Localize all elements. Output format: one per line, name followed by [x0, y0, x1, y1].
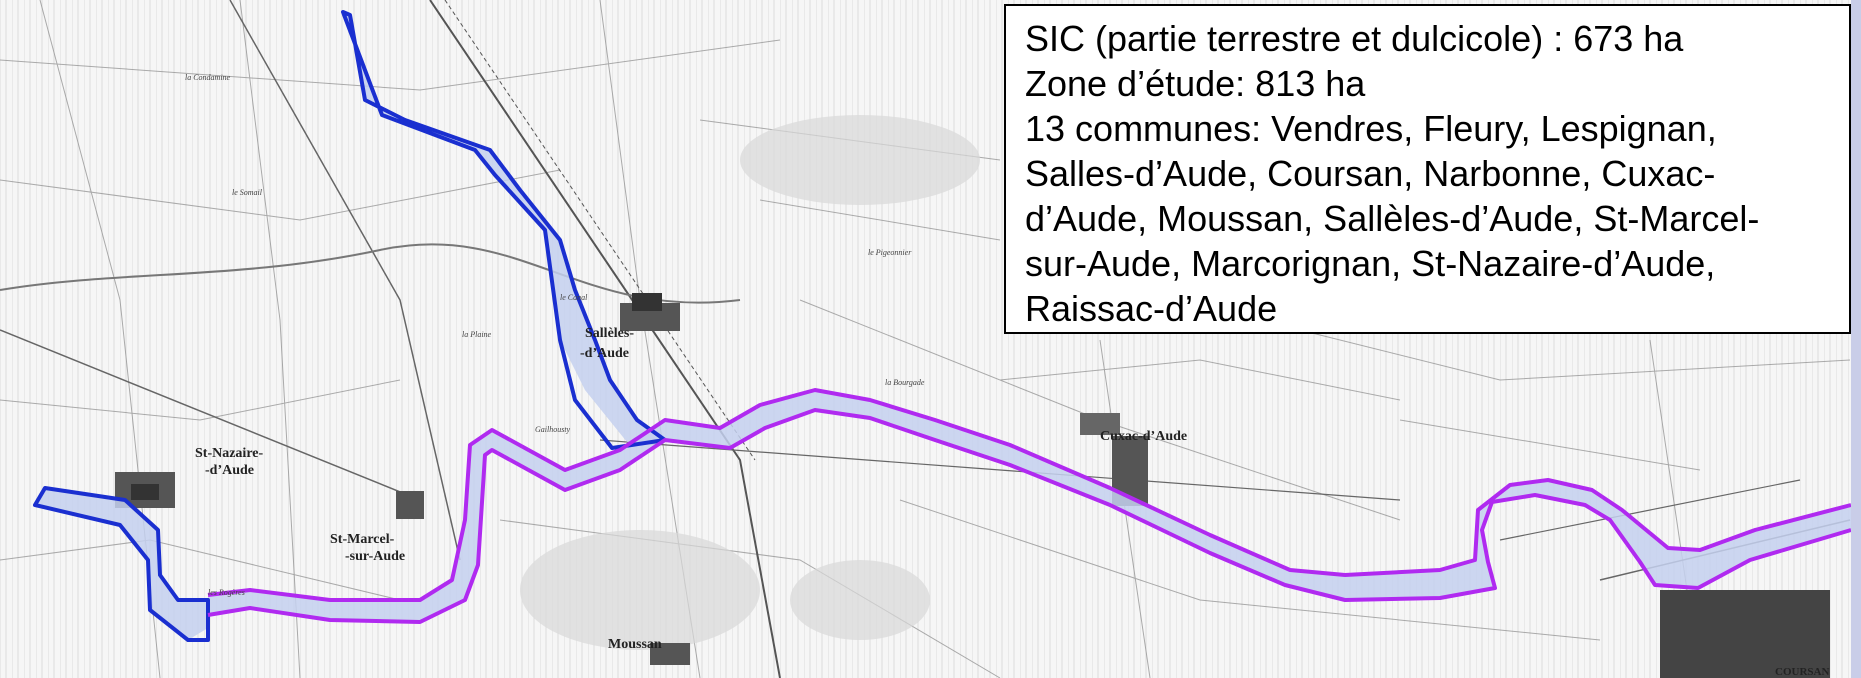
place-label-le-somail: le Somail [232, 188, 263, 197]
scrollbar-track[interactable] [1851, 0, 1861, 678]
town-label-st-nazaire-1: St-Nazaire- [195, 446, 263, 461]
info-line-communes-5: Raissac-d’Aude [1025, 288, 1278, 329]
sic-zone-fill [343, 12, 665, 442]
place-label-le-pigeonnier: le Pigeonnier [868, 248, 912, 257]
town-label-sallelles-2: -d’Aude [580, 346, 629, 361]
sic-boundary-line-left [33, 486, 210, 642]
town-label-moussan: Moussan [608, 637, 662, 652]
info-line-communes-4: sur-Aude, Marcorignan, St-Nazaire-d’Aude… [1025, 243, 1716, 284]
sic-zone-fill-left [35, 488, 208, 640]
info-line-study-zone-area: Zone d’étude: 813 ha [1025, 63, 1366, 104]
terrain-contours [520, 115, 980, 650]
town-label-cuxac: Cuxac-d’Aude [1100, 429, 1187, 444]
info-line-sic-area: SIC (partie terrestre et dulcicole) : 67… [1025, 18, 1684, 59]
place-label-les-rogeres: les Rogères [208, 588, 245, 597]
study-zone-boundary-line-north [207, 388, 1852, 602]
place-label-la-bourgade: la Bourgade [885, 378, 925, 387]
info-line-communes-1: 13 communes: Vendres, Fleury, Lespignan, [1025, 108, 1717, 149]
town-label-coursan: COURSAN [1775, 666, 1829, 678]
place-label-gailhousty: Gailhousty [535, 425, 571, 434]
town-label-st-marcel-1: St-Marcel- [330, 532, 395, 547]
place-label-la-condamine: la Condamine [185, 73, 231, 82]
place-label-le-canal: le Canal [560, 293, 588, 302]
info-line-communes-2: Salles-d’Aude, Coursan, Narbonne, Cuxac- [1025, 153, 1716, 194]
study-zone-boundary-line [207, 408, 1852, 624]
place-label-la-plaine: la Plaine [462, 330, 492, 339]
built-up-areas [115, 293, 1830, 678]
sic-boundary-line [341, 10, 667, 450]
town-label-st-marcel-2: -sur-Aude [345, 549, 405, 564]
town-label-st-nazaire-2: -d’Aude [205, 463, 254, 478]
info-line-communes-3: d’Aude, Moussan, Sallèles-d’Aude, St-Mar… [1025, 198, 1760, 239]
study-info-box: SIC (partie terrestre et dulcicole) : 67… [1004, 4, 1851, 334]
canal-line [0, 243, 741, 304]
town-label-sallelles-1: Sallèles- [585, 326, 634, 341]
